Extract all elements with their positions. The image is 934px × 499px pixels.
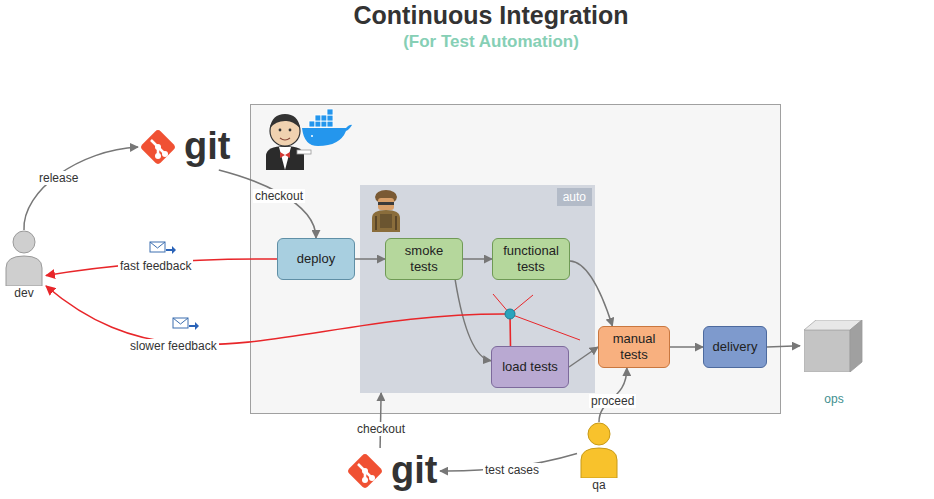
- box-label: deploy: [297, 251, 335, 267]
- process-box: smoke tests: [385, 238, 463, 280]
- edge-label-holder: fast feedback: [118, 256, 193, 274]
- title-block: Continuous Integration(For Test Automati…: [241, 0, 741, 53]
- ops-server: ops: [800, 320, 868, 406]
- flow-connector: [570, 261, 612, 326]
- mail-icon: [173, 318, 199, 330]
- process-box: delivery: [703, 326, 767, 368]
- person-actor: dev: [2, 230, 46, 300]
- ci-server-frame: [251, 105, 781, 414]
- box-label: delivery: [713, 339, 758, 355]
- git-logo-icon: [138, 127, 178, 167]
- person-actor: qa: [577, 422, 621, 492]
- feedback-hub-rays: [493, 294, 580, 340]
- server-cube-icon: [804, 320, 864, 372]
- flow-connector: [599, 368, 627, 422]
- flow-connector: [24, 147, 138, 230]
- flow-connector: [463, 258, 492, 260]
- edge-label-holder: proceed: [589, 391, 636, 409]
- process-box: functional tests: [492, 238, 570, 280]
- docker-logo: [302, 109, 352, 146]
- flow-connector: [355, 258, 385, 260]
- edge-label: fast feedback: [118, 259, 193, 273]
- git-repository: git: [345, 448, 440, 494]
- diagram-caption: (For Test Automation): [241, 31, 741, 53]
- edge-label: test cases: [483, 463, 541, 477]
- edge-label: proceed: [589, 394, 636, 408]
- feedback-connector: [46, 259, 277, 276]
- person-icon: [579, 422, 619, 478]
- box-label: load tests: [502, 359, 558, 375]
- actor-label: dev: [2, 286, 46, 300]
- flow-connector: [569, 347, 598, 367]
- flow-connector: [219, 170, 316, 238]
- box-label: manual tests: [603, 331, 665, 362]
- process-box: deploy: [277, 238, 355, 280]
- robot-soldier-icon: [372, 190, 400, 232]
- box-label: smoke tests: [390, 243, 458, 274]
- flow-connector: [455, 280, 491, 361]
- flow-connector: [440, 454, 577, 472]
- flow-connector: [380, 393, 381, 448]
- feedback-hub-dot: [505, 309, 515, 319]
- edge-label-holder: checkout: [355, 419, 407, 437]
- box-label: functional tests: [497, 243, 565, 274]
- person-icon: [4, 230, 44, 286]
- jenkins-logo: [266, 114, 311, 170]
- git-repository: git: [138, 124, 233, 170]
- edge-label-holder: slower feedback: [128, 336, 219, 354]
- edge-label: checkout: [253, 189, 305, 203]
- mail-icon: [150, 242, 176, 254]
- diagram-title: Continuous Integration: [241, 0, 741, 30]
- git-wordmark: git: [184, 124, 230, 168]
- edge-label-holder: checkout: [253, 186, 305, 204]
- flow-connector: [670, 346, 703, 348]
- edge-label-holder: release: [37, 168, 80, 186]
- actor-label: qa: [577, 478, 621, 492]
- feedback-connector: [46, 286, 511, 346]
- flow-connector: [767, 346, 800, 347]
- edge-label: checkout: [355, 422, 407, 436]
- git-logo-icon: [345, 451, 385, 491]
- edge-label-holder: test cases: [483, 460, 541, 478]
- process-box: load tests: [491, 346, 569, 388]
- edge-label: slower feedback: [128, 339, 219, 353]
- git-wordmark: git: [391, 448, 437, 492]
- region-label: auto: [557, 188, 592, 206]
- ops-label: ops: [800, 392, 868, 406]
- edge-label: release: [37, 171, 80, 185]
- process-box: manual tests: [598, 326, 670, 368]
